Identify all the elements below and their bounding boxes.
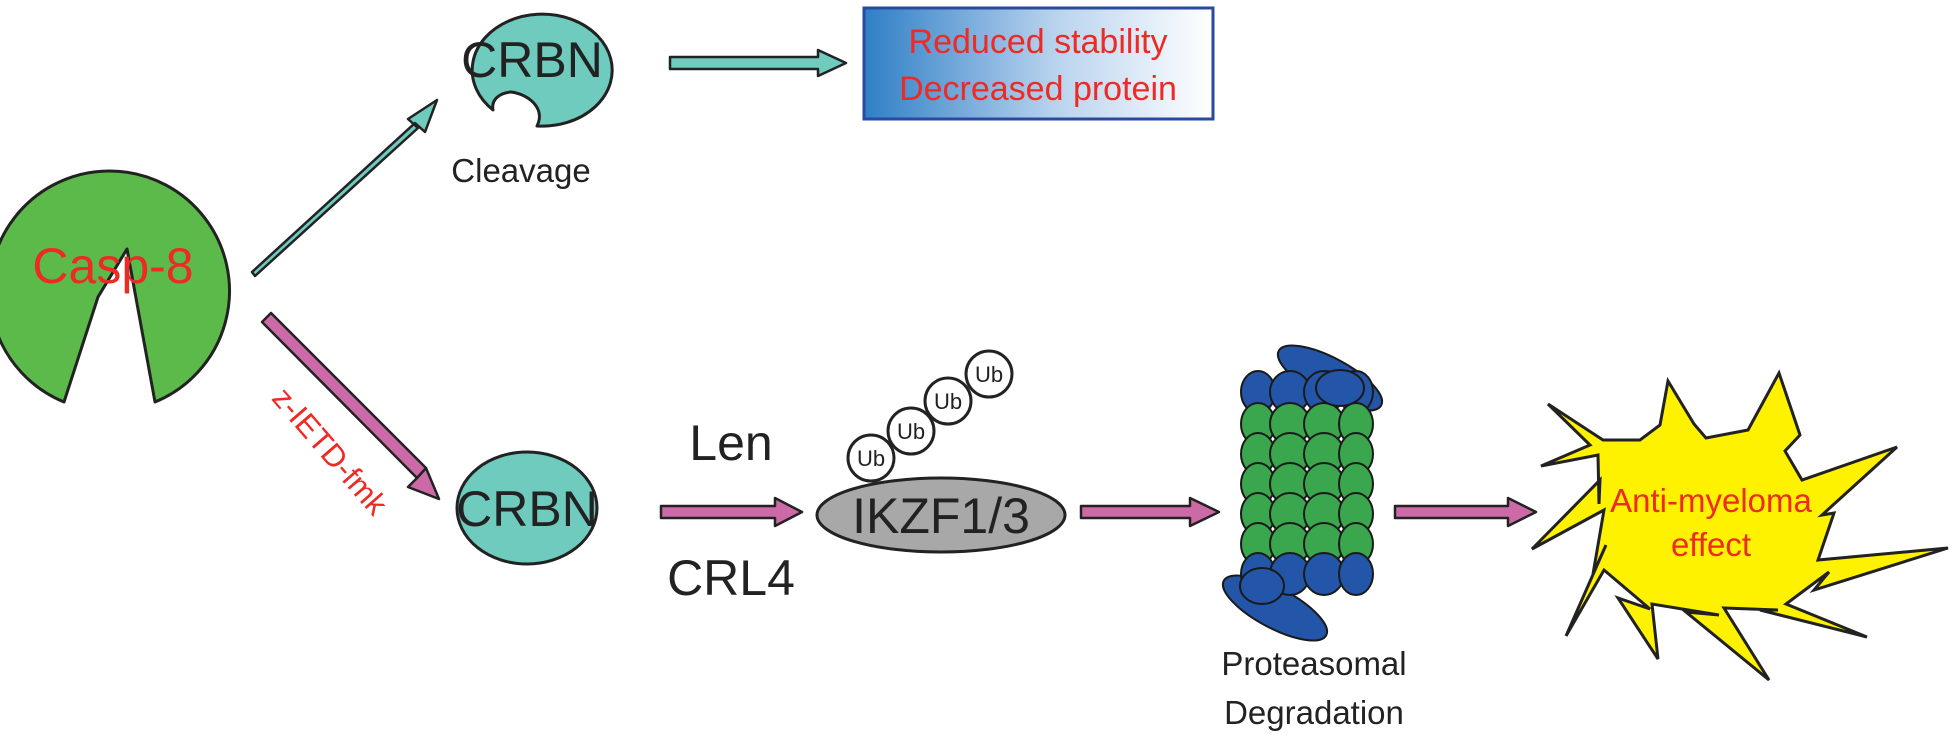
- teal-arrow-horizontal: [668, 48, 848, 78]
- ikzf-label: IKZF1/3: [852, 488, 1030, 544]
- proteasome-label-line-1: Proteasomal: [1221, 645, 1406, 682]
- ubiquitin-circle: [964, 349, 1014, 399]
- crbn-bottom-shape: [455, 450, 599, 566]
- crbn-cleaved-shape: [470, 12, 614, 128]
- crbn-bottom-label: CRBN: [456, 481, 598, 537]
- outcome-box: Reduced stability Decreased protein: [862, 6, 1215, 121]
- effect-line-1: Anti-myeloma: [1610, 482, 1812, 519]
- ubiquitin-label: Ub: [857, 446, 885, 471]
- proteasome-alpha-subunit: [1315, 369, 1365, 407]
- ubiquitin-1: Ub: [846, 433, 896, 483]
- teal-arrow-diagonal: [250, 98, 439, 278]
- proteasome-icon: [1221, 344, 1384, 642]
- cleavage-label: Cleavage: [451, 152, 590, 189]
- ubiquitin-4: Ub: [964, 349, 1014, 399]
- outcome-line-2: Decreased protein: [899, 70, 1177, 108]
- pink-arrow-crbn-to-ikzf: [659, 496, 804, 528]
- casp8-shape: [0, 169, 231, 404]
- proteasome-alpha-subunit: [1338, 552, 1374, 596]
- casp8-label: Casp-8: [32, 238, 193, 294]
- ubiquitin-3: Ub: [923, 376, 973, 426]
- teal-arrow-casp8-to-crbn: [250, 98, 439, 278]
- proteasome-label-line-2: Degradation: [1224, 694, 1404, 731]
- len-label: Len: [689, 415, 772, 471]
- anti-myeloma-starburst: Anti-myeloma effect: [1530, 369, 1949, 682]
- ubiquitin-circle: [886, 406, 936, 456]
- starburst-shape: [1530, 369, 1949, 682]
- ubiquitin-label: Ub: [975, 362, 1003, 387]
- ubiquitin-circle: [846, 433, 896, 483]
- pink-arrow-casp8-to-crbn: z-IETD-fmk: [260, 311, 441, 522]
- crl4-label: CRL4: [667, 550, 795, 606]
- crbn-bottom-node: CRBN: [455, 450, 599, 566]
- ubiquitin-2: Ub: [886, 406, 936, 456]
- casp8-node: Casp-8: [0, 169, 231, 404]
- crbn-cleaved-label: CRBN: [461, 32, 603, 88]
- outcome-box-rect: [862, 6, 1215, 121]
- crbn-cleaved-node: CRBN Cleavage: [451, 12, 614, 189]
- pink-arrow-ikzf-to-proteasome: [1079, 496, 1221, 528]
- effect-line-2: effect: [1671, 526, 1751, 563]
- ikzf-shape: [815, 476, 1067, 554]
- ubiquitin-label: Ub: [934, 389, 962, 414]
- ikzf-node: IKZF1/3: [815, 476, 1067, 554]
- teal-arrow-crbn-to-box: [668, 48, 848, 78]
- outcome-line-1: Reduced stability: [909, 23, 1168, 61]
- ubiquitin-chain: Ub Ub Ub Ub: [846, 349, 1014, 483]
- pink-arrow-proteasome-to-effect: [1393, 496, 1538, 528]
- inhibitor-label: z-IETD-fmk: [265, 380, 395, 522]
- proteasome-alpha-subunit: [1239, 567, 1285, 605]
- ubiquitin-label: Ub: [897, 419, 925, 444]
- ubiquitin-circle: [923, 376, 973, 426]
- pink-arrow-diagonal: [260, 311, 441, 501]
